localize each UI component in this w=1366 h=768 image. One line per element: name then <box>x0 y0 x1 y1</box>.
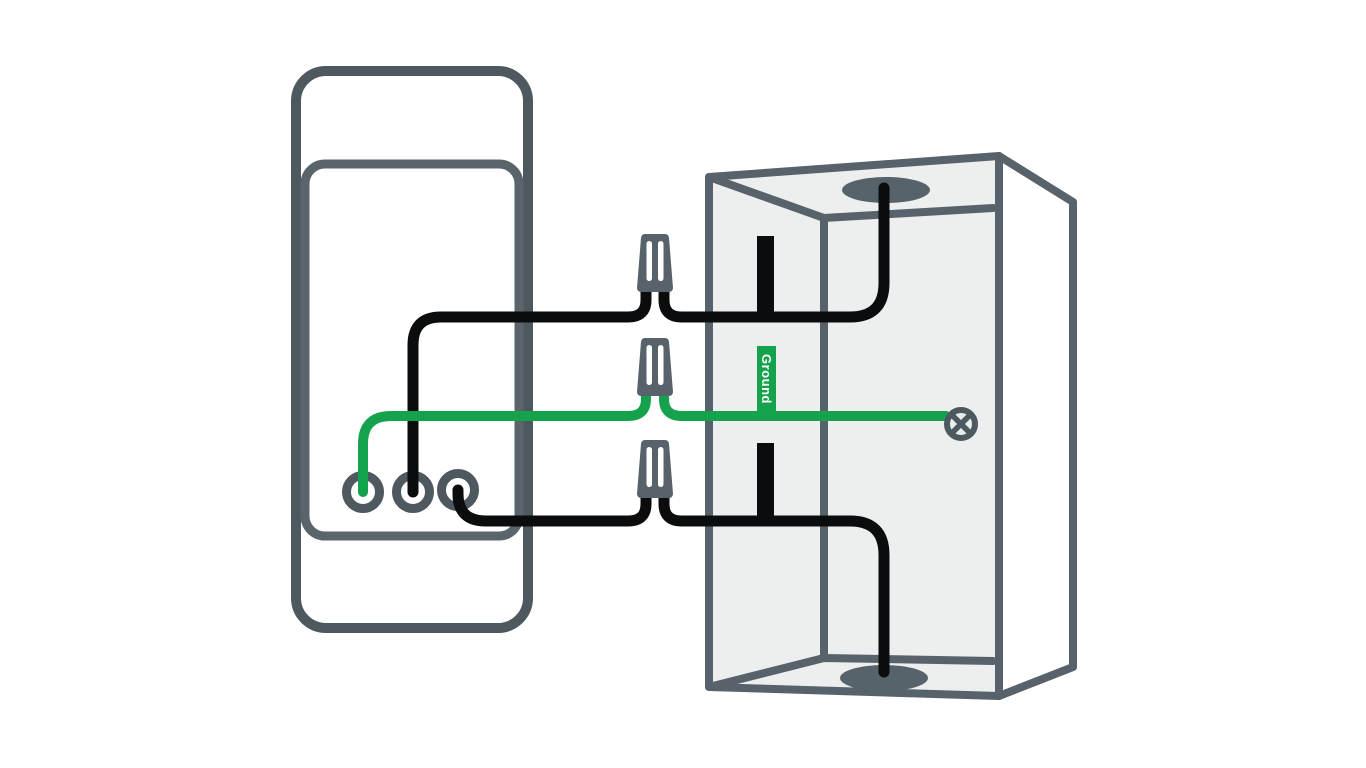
wire-nut-slot <box>658 345 664 385</box>
wire-nut-bottom <box>637 440 673 498</box>
wire-nuts <box>637 234 673 498</box>
device-middle-section <box>300 159 524 541</box>
device-body-outline <box>291 66 533 633</box>
wire-nut-slot <box>658 447 664 487</box>
ground-label-text: Ground <box>759 354 774 404</box>
wire-nut-middle <box>637 338 673 396</box>
electrical-box <box>705 152 1077 700</box>
top-black-wire-right-segment <box>658 182 890 323</box>
bottom-black-wire-right-segment <box>658 486 890 678</box>
ground-label: Ground <box>757 346 776 412</box>
ground-screw-slot <box>949 412 973 436</box>
box-knockout-bottom <box>840 665 928 691</box>
ground-screw-icon <box>944 407 978 441</box>
box-interior-face <box>709 156 999 696</box>
wire-nut-body <box>637 338 673 396</box>
wire-nut-body <box>637 440 673 498</box>
bottom-black-wire-left-segment <box>452 484 652 527</box>
green-ground-wire-left-segment <box>358 385 651 497</box>
wire-nut-top <box>637 234 673 292</box>
box-bottom-inner-edge <box>705 654 997 691</box>
wire-nut-slot <box>646 241 652 281</box>
wire-nut-slot <box>658 241 664 281</box>
box-side-face <box>999 156 1073 696</box>
ground-label-background <box>757 346 776 412</box>
green-ground-wire-right-segment <box>659 385 951 421</box>
top-black-wire-left-segment <box>407 282 652 498</box>
wire-nut-slot <box>646 345 652 385</box>
wire-nut-slot <box>646 447 652 487</box>
wire-nut-body <box>637 234 673 292</box>
wires <box>358 182 951 678</box>
